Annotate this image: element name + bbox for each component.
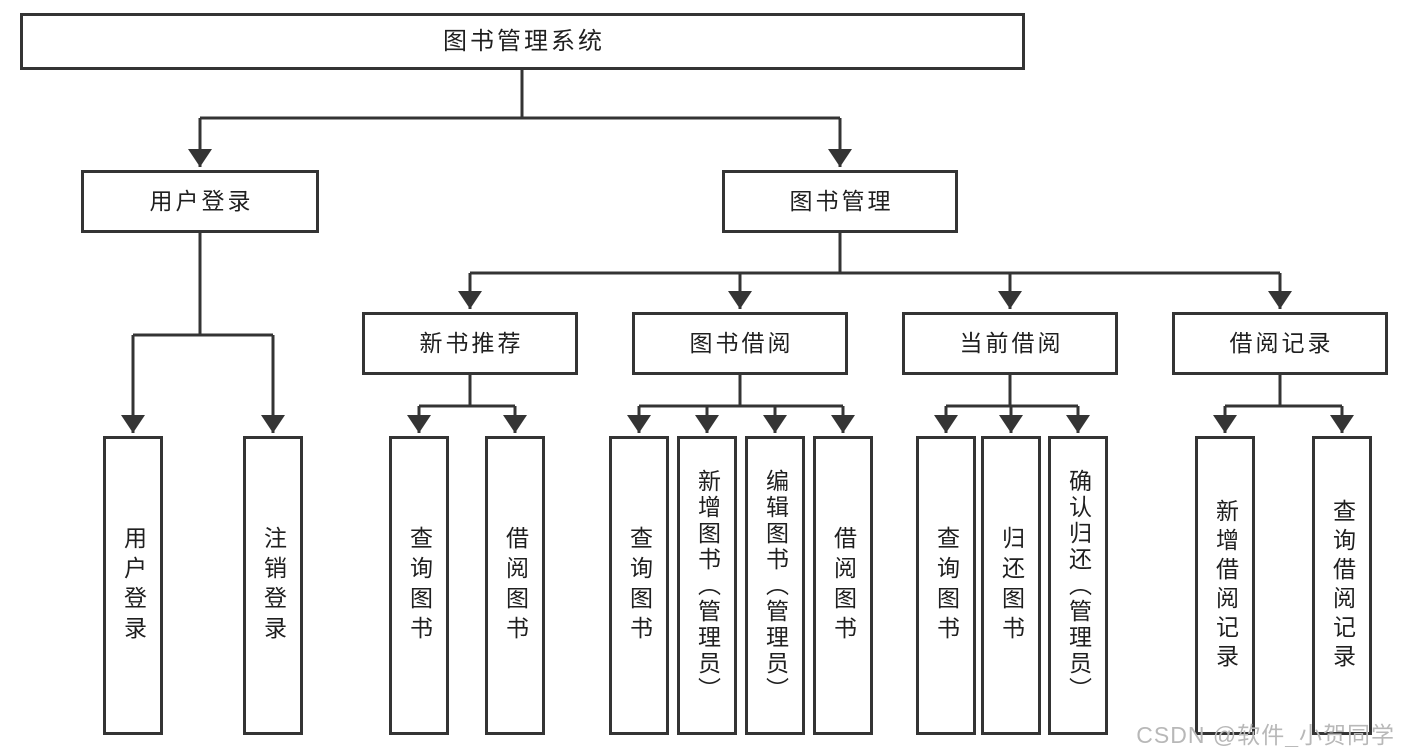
leaf-add-borrow-record: 新增借阅记录 <box>1195 436 1255 735</box>
leaf-query-books: 查询图书 <box>609 436 669 735</box>
csdn-watermark: CSDN @软件_小贺同学 <box>1136 722 1395 747</box>
node-borrow-records: 借阅记录 <box>1172 312 1388 375</box>
leaf-edit-books-admin: 编辑图书（管理员） <box>745 436 805 735</box>
node-new-book-recommend: 新书推荐 <box>362 312 578 375</box>
leaf-query-borrow-record: 查询借阅记录 <box>1312 436 1372 735</box>
leaf-borrow-books: 借阅图书 <box>485 436 545 735</box>
leaf-borrow-books: 借阅图书 <box>813 436 873 735</box>
leaf-add-books-admin: 新增图书（管理员） <box>677 436 737 735</box>
leaf-return-books: 归还图书 <box>981 436 1041 735</box>
node-library-management-system: 图书管理系统 <box>20 13 1025 70</box>
leaf-user-login: 用户登录 <box>103 436 163 735</box>
leaf-query-books: 查询图书 <box>389 436 449 735</box>
leaf-confirm-return-admin: 确认归还（管理员） <box>1048 436 1108 735</box>
node-user-login: 用户登录 <box>81 170 319 233</box>
node-book-borrow: 图书借阅 <box>632 312 848 375</box>
leaf-query-books: 查询图书 <box>916 436 976 735</box>
leaf-logout: 注销登录 <box>243 436 303 735</box>
node-current-borrow: 当前借阅 <box>902 312 1118 375</box>
node-book-management: 图书管理 <box>722 170 958 233</box>
